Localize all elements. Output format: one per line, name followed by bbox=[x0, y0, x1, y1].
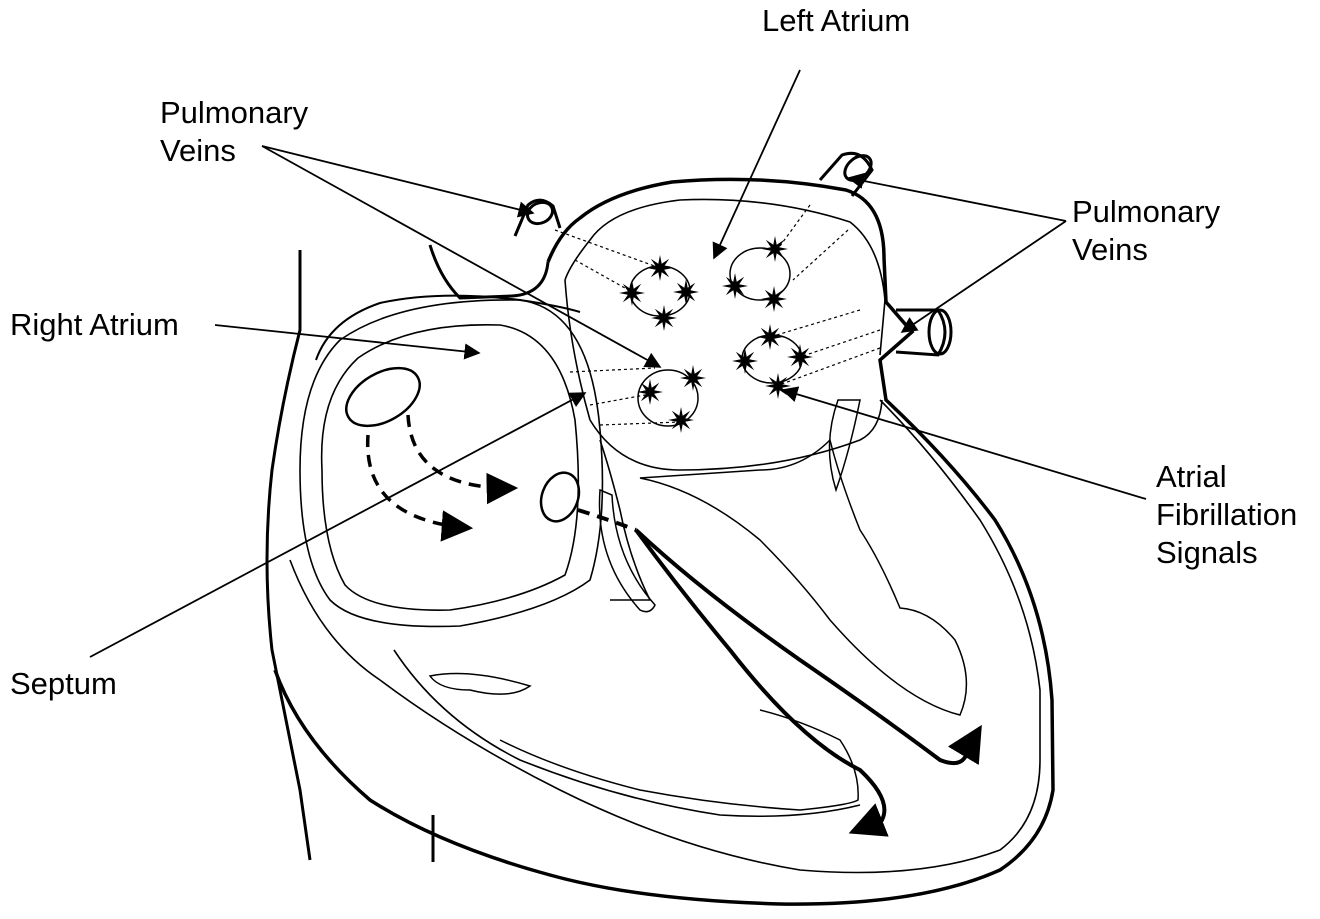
signal-star bbox=[732, 348, 758, 374]
impulse-arrows bbox=[368, 415, 515, 528]
signal-star bbox=[668, 407, 694, 433]
signal-star bbox=[722, 273, 748, 299]
signal-star bbox=[673, 279, 699, 305]
label-pulmonary-veins-right-line2: Veins bbox=[1072, 231, 1220, 269]
label-pulmonary-veins-right: Pulmonary Veins bbox=[1072, 193, 1220, 269]
signal-star bbox=[651, 305, 677, 331]
signal-star bbox=[680, 365, 706, 391]
node-ovals bbox=[336, 356, 585, 526]
signal-stars bbox=[619, 236, 813, 433]
label-pulmonary-veins-left: Pulmonary Veins bbox=[160, 94, 308, 170]
signal-star bbox=[619, 280, 645, 306]
signal-star bbox=[757, 324, 783, 350]
label-af-line3: Signals bbox=[1156, 534, 1297, 572]
signal-star bbox=[765, 373, 791, 399]
label-af-line2: Fibrillation bbox=[1156, 496, 1297, 534]
label-atrial-fibrillation-signals: Atrial Fibrillation Signals bbox=[1156, 458, 1297, 572]
label-right-atrium-text: Right Atrium bbox=[10, 306, 179, 344]
signal-star bbox=[647, 255, 673, 281]
label-left-atrium: Left Atrium bbox=[762, 2, 910, 40]
signal-star bbox=[761, 286, 787, 312]
conduction-pathway bbox=[636, 530, 980, 832]
label-pulmonary-veins-left-line1: Pulmonary bbox=[160, 94, 308, 132]
signal-star bbox=[787, 344, 813, 370]
dotted-lines bbox=[555, 205, 880, 425]
label-septum: Septum bbox=[10, 665, 117, 703]
label-left-atrium-text: Left Atrium bbox=[762, 2, 910, 40]
label-af-line1: Atrial bbox=[1156, 458, 1297, 496]
label-pulmonary-veins-right-line1: Pulmonary bbox=[1072, 193, 1220, 231]
pathway-dashed-link bbox=[578, 510, 636, 530]
inner-contours bbox=[430, 400, 966, 810]
signal-star bbox=[637, 379, 663, 405]
signal-star bbox=[762, 236, 788, 262]
label-right-atrium: Right Atrium bbox=[10, 306, 179, 344]
label-pulmonary-veins-left-line2: Veins bbox=[160, 132, 308, 170]
label-septum-text: Septum bbox=[10, 665, 117, 703]
heart-outline bbox=[275, 179, 1053, 904]
